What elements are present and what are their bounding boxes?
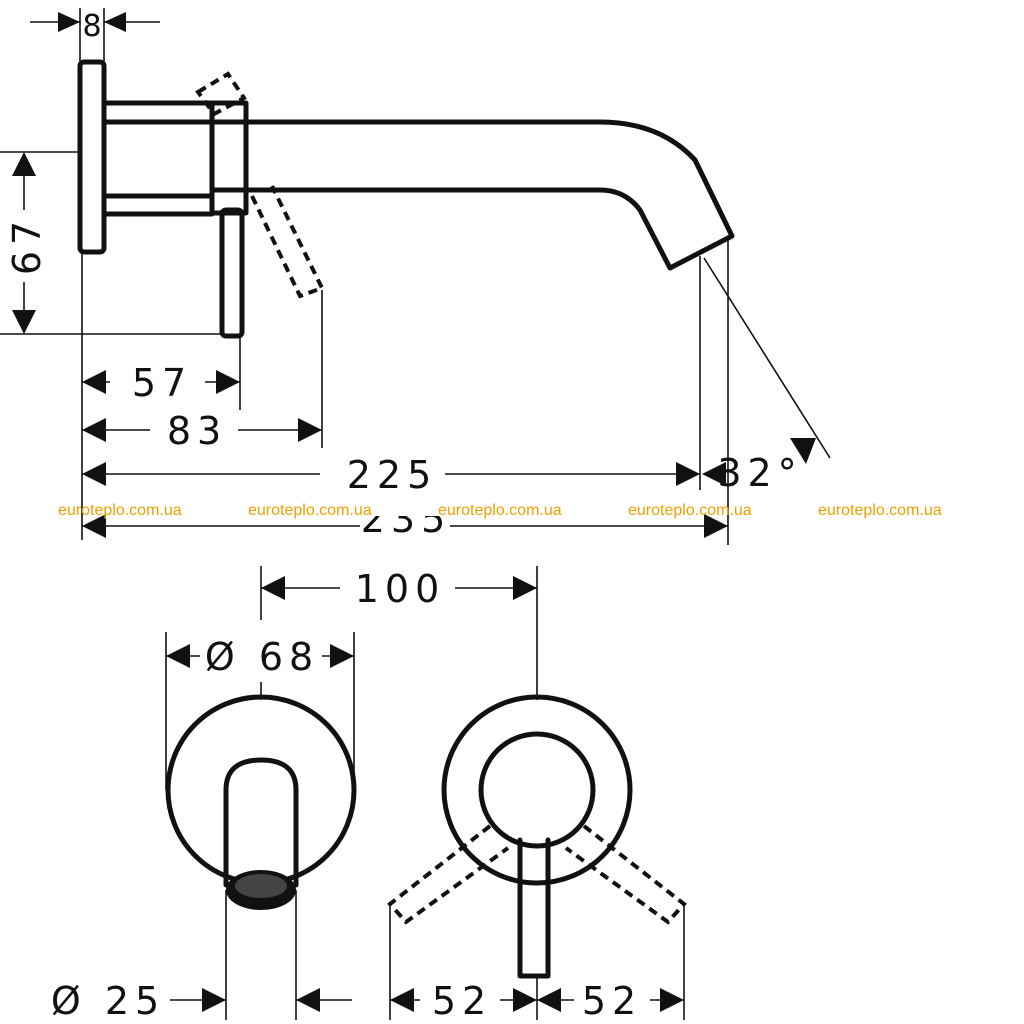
watermark-4: euroteplo.com.ua (628, 502, 752, 519)
dim-235: 235 (82, 496, 728, 541)
dim-67: 67 (0, 151, 222, 335)
handle-alt-position-top (195, 71, 247, 117)
spout-front (223, 757, 299, 888)
side-view: 8 67 57 83 (0, 8, 942, 545)
spout-rosette (165, 694, 357, 886)
dim-100: 100 (260, 566, 538, 700)
dim-83: 83 (82, 290, 323, 453)
wall-flange (77, 59, 107, 255)
dim-32-degrees: 32° (702, 240, 831, 545)
watermark-3: euroteplo.com.ua (438, 502, 562, 519)
spout (209, 119, 735, 271)
handle-alt-position-down (250, 185, 325, 299)
dim-225-label: 225 (347, 453, 438, 497)
watermark-2: euroteplo.com.ua (248, 502, 372, 519)
dim-32-label: 32° (717, 451, 802, 495)
dim-83-label: 83 (167, 409, 227, 453)
dim-225: 225 (82, 256, 701, 497)
handle-alt-right (564, 824, 687, 925)
dim-57: 57 (81, 252, 241, 540)
mixer-body (101, 100, 215, 125)
dim-dia25-label: Ø 25 (51, 979, 165, 1023)
dim-52-right-label: 52 (582, 979, 642, 1023)
dim-52-left-label: 52 (432, 979, 492, 1023)
dim-67-label: 67 (5, 215, 49, 275)
cartridge-housing (209, 100, 249, 216)
dim-57-label: 57 (132, 361, 192, 405)
mixer-cartridge (478, 731, 596, 849)
watermark-5: euroteplo.com.ua (818, 502, 942, 519)
mixer-lower-body (101, 193, 215, 217)
mixer-rosette (441, 694, 633, 886)
watermark-1: euroteplo.com.ua (58, 502, 182, 519)
dim-52-52: 52 52 (389, 904, 685, 1023)
dim-dia68-label: Ø 68 (205, 635, 319, 679)
handle-alt-left (387, 824, 510, 925)
dim-8: 8 (30, 8, 160, 62)
dim-dia68: Ø 68 (165, 632, 355, 790)
front-view: 100 Ø 68 Ø 25 (51, 566, 687, 1023)
dim-dia25: Ø 25 (51, 890, 352, 1023)
dim-100-label: 100 (355, 567, 446, 611)
watermark-row: euroteplo.com.ua euroteplo.com.ua eurote… (58, 502, 942, 519)
handle-lever (219, 207, 245, 339)
mixer-handle (517, 837, 551, 979)
dim-8-label: 8 (82, 9, 101, 44)
